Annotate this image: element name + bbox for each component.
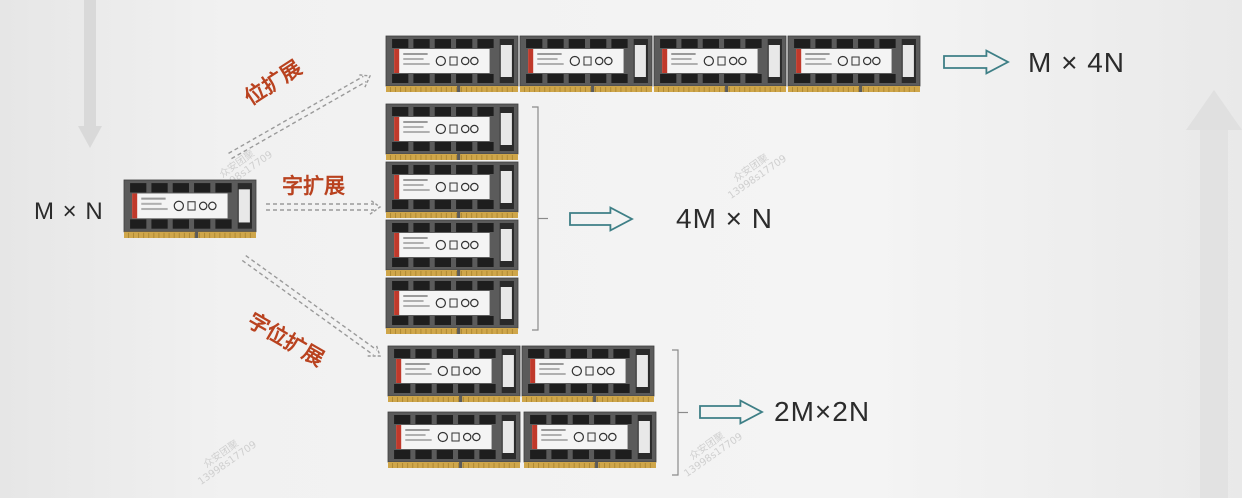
memory-module-icon bbox=[385, 161, 519, 218]
result-bit-label: M × 4N bbox=[1028, 47, 1126, 78]
memory-module-icon bbox=[387, 345, 521, 402]
result-arrow-icon bbox=[943, 49, 1010, 75]
memory-module-icon bbox=[653, 35, 787, 92]
background-down-arrow-icon bbox=[78, 0, 102, 150]
bracket bbox=[532, 106, 548, 331]
memory-module-icon bbox=[385, 219, 519, 276]
memory-module-icon bbox=[787, 35, 921, 92]
memory-module-icon bbox=[385, 103, 519, 160]
memory-module-icon bbox=[385, 277, 519, 334]
bracket bbox=[672, 349, 688, 476]
memory-module-icon bbox=[523, 411, 657, 468]
memory-module-icon bbox=[521, 345, 655, 402]
result-arrow-icon bbox=[699, 399, 764, 425]
word-expansion-label: 字扩展 bbox=[282, 174, 345, 198]
background-up-arrow-icon bbox=[1186, 90, 1242, 498]
memory-module-icon bbox=[519, 35, 653, 92]
result-arrow-icon bbox=[569, 206, 634, 232]
source-label: M × N bbox=[34, 198, 104, 225]
dashed-arrow-icon bbox=[266, 199, 382, 215]
memory-module-icon bbox=[385, 35, 519, 92]
result-word-label: 4M × N bbox=[676, 203, 774, 234]
result-both-label: 2M×2N bbox=[774, 396, 871, 427]
dashed-arrow-icon bbox=[241, 254, 381, 357]
memory-module-icon bbox=[387, 411, 521, 468]
dashed-arrow-icon bbox=[228, 74, 372, 160]
memory-module-icon bbox=[123, 179, 257, 238]
